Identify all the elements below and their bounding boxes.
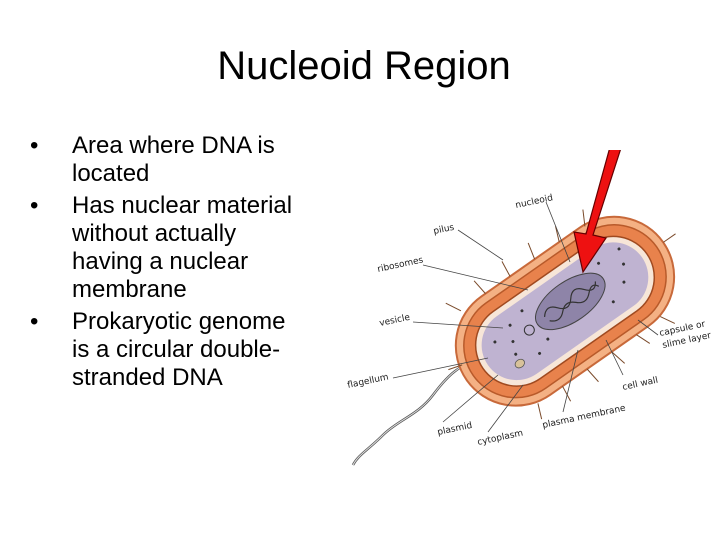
bullet-line: without actually (72, 220, 237, 247)
red-arrow (573, 150, 621, 274)
leader-lines (392, 201, 659, 433)
bullet-list: • Area where DNA is located • Has nuclea… (30, 132, 350, 396)
bullet-line: Prokaryotic genome (72, 308, 286, 335)
label-cell-wall: cell wall (622, 376, 660, 393)
bullet-line: is a circular double- (72, 336, 281, 363)
label-plasma-membrane: plasma membrane (542, 403, 627, 431)
pili (445, 209, 676, 420)
slide-title: Nucleoid Region (217, 44, 511, 88)
label-ribosomes: ribosomes (377, 255, 425, 275)
label-nucleoid: nucleoid (515, 193, 554, 211)
label-cytoplasm: cytoplasm (477, 428, 525, 447)
bullet-marker: • (30, 132, 39, 159)
bullet-item: • Area where DNA is located (30, 132, 350, 188)
label-vesicle: vesicle (379, 313, 412, 329)
bullet-line: located (72, 160, 150, 187)
bacterium-diagram: nucleoid pilus ribosomes vesicle flagell… (347, 150, 712, 466)
bullet-item: • Prokaryotic genome is a circular doubl… (30, 308, 350, 392)
plasmid (523, 324, 535, 336)
label-pilus: pilus (433, 223, 456, 237)
bullet-marker: • (30, 192, 39, 219)
bullet-line: stranded DNA (72, 364, 223, 391)
label-flagellum: flagellum (347, 372, 390, 390)
label-plasmid: plasmid (437, 421, 474, 438)
bullet-item: • Has nuclear material without actually … (30, 192, 350, 304)
cell-body (445, 209, 676, 420)
bullet-line: Area where DNA is (72, 132, 275, 159)
vesicle (514, 358, 525, 369)
bullet-marker: • (30, 308, 39, 335)
ribosomes (493, 247, 626, 356)
bullet-line: having a nuclear (72, 248, 249, 275)
bullet-line: Has nuclear material (72, 192, 293, 219)
bullet-line: membrane (72, 276, 187, 303)
